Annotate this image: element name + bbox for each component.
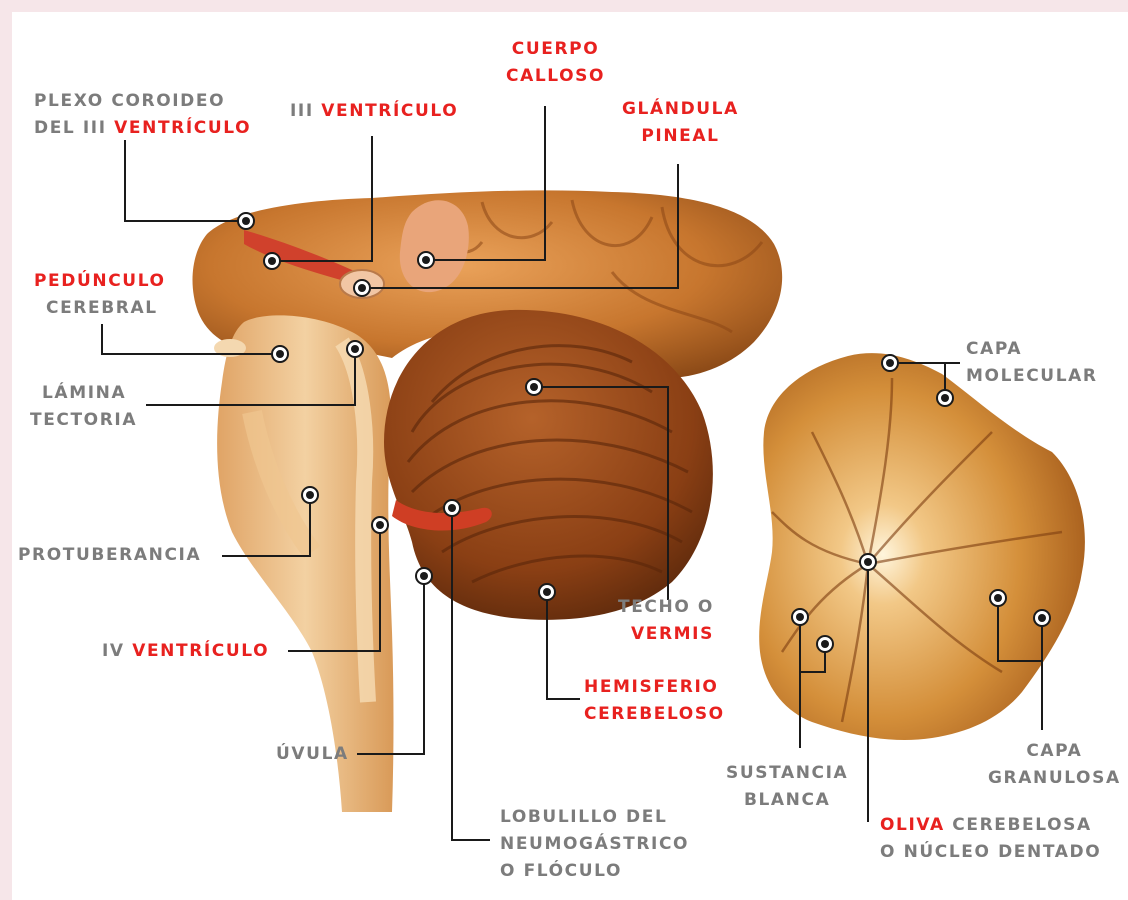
label-glandula-pineal: GLÁNDULA PINEAL [622, 96, 739, 150]
label-sustancia-line2: BLANCA [726, 787, 848, 814]
label-iii-ventriculo: III VENTRÍCULO [290, 98, 458, 125]
label-capa-granulosa: CAPA GRANULOSA [988, 738, 1121, 792]
label-iii-gray: III [290, 101, 321, 121]
label-sustancia-blanca: SUSTANCIA BLANCA [726, 760, 848, 814]
label-plexo-line1: PLEXO COROIDEO [34, 88, 251, 115]
marker-hemisferio [539, 584, 555, 600]
marker-pineal [354, 280, 370, 296]
label-iv-gray: IV [102, 641, 132, 661]
label-capa-molecular: CAPA MOLECULAR [966, 336, 1098, 390]
label-oliva-line1: OLIVA CEREBELOSA [880, 812, 1101, 839]
label-pedunculo-line1: PEDÚNCULO [34, 268, 166, 295]
label-sustancia-line1: SUSTANCIA [726, 760, 848, 787]
label-lobulillo-line3: O FLÓCULO [500, 858, 689, 885]
label-pedunculo-line2: CEREBRAL [34, 295, 166, 322]
label-glandula-line2: PINEAL [622, 123, 739, 150]
label-oliva: OLIVA CEREBELOSA O NÚCLEO DENTADO [880, 812, 1101, 866]
label-granulosa-line1: CAPA [988, 738, 1121, 765]
marker-granulosa-1 [990, 590, 1006, 606]
label-oliva-gray: CEREBELOSA [945, 815, 1092, 835]
label-cuerpo-calloso: CUERPO CALLOSO [506, 36, 605, 90]
label-iv-red: VENTRÍCULO [132, 641, 269, 661]
marker-oliva [860, 554, 876, 570]
label-oliva-line2: O NÚCLEO DENTADO [880, 839, 1101, 866]
label-hemisferio-line2: CEREBELOSO [584, 701, 725, 728]
label-techo-line2: VERMIS [618, 621, 714, 648]
marker-iv-ventriculo [372, 517, 388, 533]
marker-granulosa-2 [1034, 610, 1050, 626]
label-iii-red: VENTRÍCULO [321, 101, 458, 121]
label-glandula-line1: GLÁNDULA [622, 96, 739, 123]
label-lobulillo: LOBULILLO DEL NEUMOGÁSTRICO O FLÓCULO [500, 804, 689, 885]
label-molecular-line2: MOLECULAR [966, 363, 1098, 390]
marker-protuberancia [302, 487, 318, 503]
cerebellar-section [759, 353, 1085, 740]
marker-plexo [238, 213, 254, 229]
label-lamina-tectoria: LÁMINA TECTORIA [30, 380, 137, 434]
label-granulosa-line2: GRANULOSA [988, 765, 1121, 792]
marker-capa-molecular-2 [937, 390, 953, 406]
marker-sustancia-1 [792, 609, 808, 625]
label-lobulillo-line1: LOBULILLO DEL [500, 804, 689, 831]
marker-iii-ventriculo [264, 253, 280, 269]
marker-sustancia-2 [817, 636, 833, 652]
label-hemisferio: HEMISFERIO CEREBELOSO [584, 674, 725, 728]
marker-lamina [347, 341, 363, 357]
marker-cuerpo-calloso [418, 252, 434, 268]
label-techo-line1: TECHO O [618, 594, 714, 621]
marker-capa-molecular-1 [882, 355, 898, 371]
label-pedunculo-cerebral: PEDÚNCULO CEREBRAL [34, 268, 166, 322]
label-hemisferio-line1: HEMISFERIO [584, 674, 725, 701]
label-plexo-coroideo: PLEXO COROIDEO DEL III VENTRÍCULO [34, 88, 251, 142]
label-cuerpo-line1: CUERPO [506, 36, 605, 63]
label-techo-vermis: TECHO O VERMIS [618, 594, 714, 648]
marker-vermis [526, 379, 542, 395]
label-molecular-line1: CAPA [966, 336, 1098, 363]
marker-uvula [416, 568, 432, 584]
diagram-canvas: PLEXO COROIDEO DEL III VENTRÍCULO III VE… [12, 12, 1128, 900]
label-lobulillo-line2: NEUMOGÁSTRICO [500, 831, 689, 858]
label-uvula: ÚVULA [276, 741, 349, 768]
label-plexo-line2: DEL III VENTRÍCULO [34, 115, 251, 142]
marker-lobulillo [444, 500, 460, 516]
label-lamina-line1: LÁMINA [30, 380, 137, 407]
label-plexo-line2-red: VENTRÍCULO [114, 118, 251, 138]
label-oliva-red: OLIVA [880, 815, 945, 835]
label-lamina-line2: TECTORIA [30, 407, 137, 434]
label-protuberancia: PROTUBERANCIA [18, 542, 201, 569]
label-cuerpo-line2: CALLOSO [506, 63, 605, 90]
label-iv-ventriculo: IV VENTRÍCULO [102, 638, 269, 665]
label-plexo-line2-gray: DEL III [34, 118, 114, 138]
marker-pedunculo [272, 346, 288, 362]
cerebellum-illustration [12, 12, 1128, 900]
